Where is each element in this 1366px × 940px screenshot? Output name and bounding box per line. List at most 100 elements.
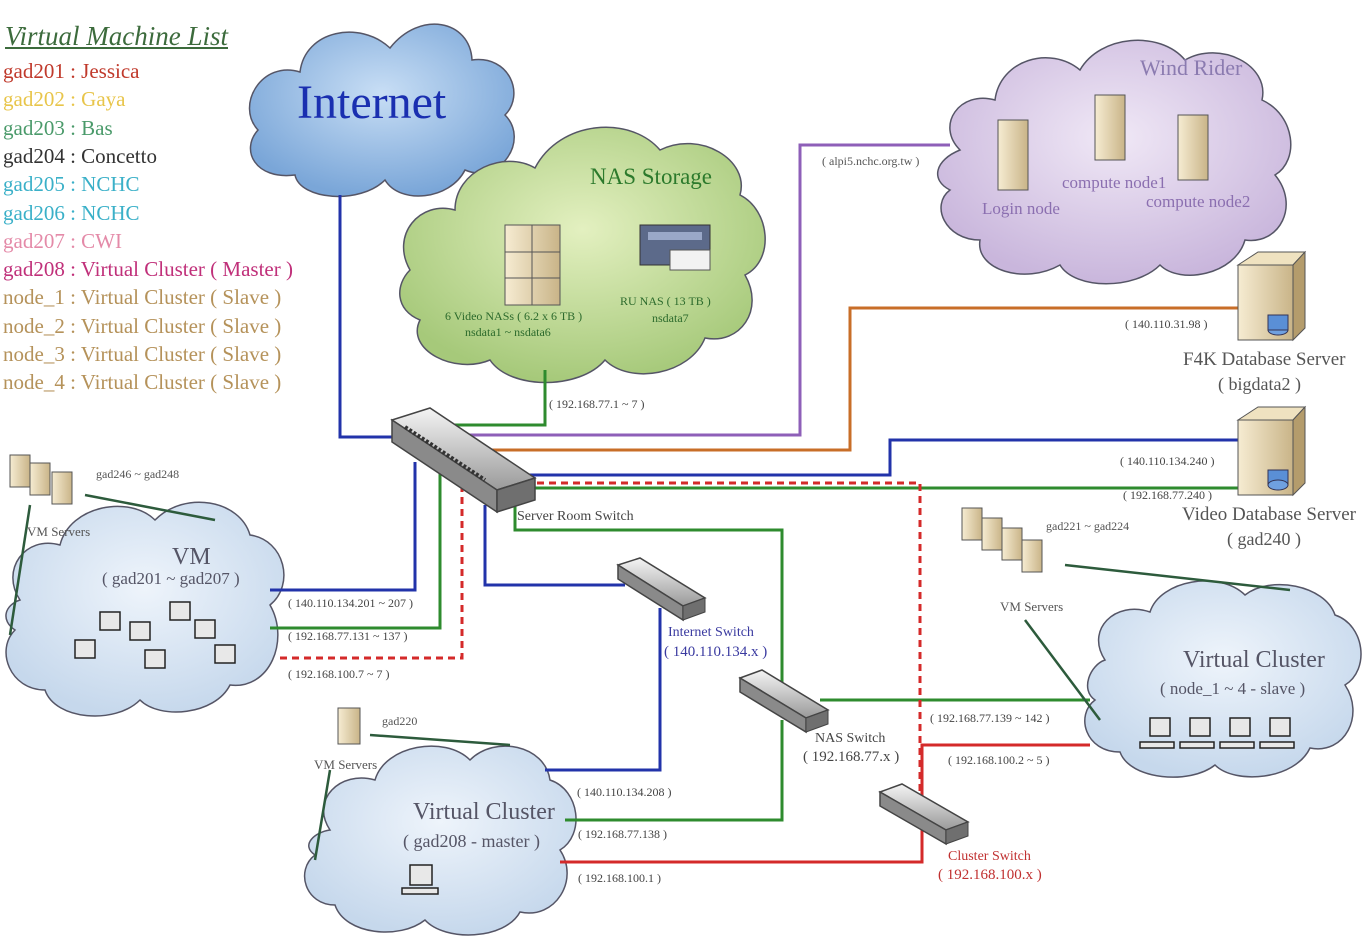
vm-servers-bottom-link [369,733,511,747]
windrider-link-ip: ( alpi5.nchc.org.tw ) [822,154,920,168]
wind-rider-cloud [936,39,1292,285]
slave-nas-link-ip: ( 192.168.77.139 ~ 142 ) [930,711,1050,725]
cluster-switch [878,783,970,846]
vm-servers-right-link [1064,563,1291,592]
ru-nas-name: nsdata7 [652,311,689,325]
server-room-switch [390,407,537,514]
master-nas-link-ip: ( 192.168.77.138 ) [578,827,667,841]
legend-item: node_1 : Virtual Cluster ( Slave ) [3,285,282,310]
nas-switch-uplink-line [513,500,784,688]
vm-servers-left-icon [9,454,73,505]
wind-rider-title: Wind Rider [1140,55,1243,80]
vc-master-title: Virtual Cluster [413,799,555,825]
vm-servers-right-link2 [1024,619,1101,721]
legend-item: gad208 : Virtual Cluster ( Master ) [3,257,293,282]
cluster-switch-subnet: ( 192.168.100.x ) [938,867,1042,883]
nas-storage-line [455,370,547,427]
f4k-server-host: ( bigdata2 ) [1218,374,1301,394]
slave-cluster-link-ip: ( 192.168.100.2 ~ 5 ) [948,753,1050,767]
master-cluster-link-ip: ( 192.168.100.1 ) [578,871,661,885]
vm-nas-link-ip: ( 192.168.77.131 ~ 137 ) [288,629,408,643]
nas-switch [738,669,830,734]
vm-servers-left-link [8,504,32,636]
internet-switch [616,557,707,622]
legend-item: gad207 : CWI [3,228,122,253]
nas-storage-cloud [399,126,766,384]
f4k-line [470,306,1240,452]
vm-servers-bottom-range: gad220 [382,714,418,728]
vm-servers-bottom-link2 [313,769,332,861]
vm-internet-line [270,462,417,592]
legend-item: node_3 : Virtual Cluster ( Slave ) [3,342,282,366]
nas-storage-title: NAS Storage [590,164,713,189]
video-server-host: ( gad240 ) [1227,529,1301,549]
internet-switch-label: Internet Switch [668,625,754,640]
video-db-internet-line [520,438,1240,477]
nas-storage-link-ip: ( 192.168.77.1 ~ 7 ) [549,397,645,411]
internet-switch-line [483,505,625,587]
cluster-switch-label: Cluster Switch [948,849,1031,864]
internet-title: Internet [297,76,447,129]
legend-title: Virtual Machine List [5,21,228,51]
slave-workstations-icon [1139,717,1295,749]
f4k-server-ip: ( 140.110.31.98 ) [1125,317,1208,331]
ru-nas-icon [639,224,711,271]
vm-servers-left-label: VM Servers [27,524,91,539]
legend-item: node_2 : Virtual Cluster ( Slave ) [3,313,282,338]
master-workstation-icon [401,864,439,895]
windrider-line [460,143,950,437]
legend-item: gad201 : Jessica [3,59,140,83]
internet-uplink-line [338,195,395,439]
legend-item: gad205 : NCHC [3,172,140,197]
vc-slave-title: Virtual Cluster [1183,647,1325,673]
ru-nas-label: RU NAS ( 13 TB ) [620,294,711,308]
legend-item: gad202 : Gaya [3,87,126,112]
video-nas-icon [504,224,561,306]
vm-servers-right-icon [961,507,1043,573]
compute-node2-label: compute node2 [1146,192,1251,211]
vm-cloud-title: VM [172,544,211,570]
vm-servers-right-label: VM Servers [1000,599,1064,614]
nas-switch-label: NAS Switch [815,731,886,746]
vm-cluster-link-ip: ( 192.168.100.7 ~ 7 ) [288,667,390,681]
vm-nas-line [270,470,442,630]
internet-switch-subnet: ( 140.110.134.x ) [664,644,768,660]
legend-item: gad206 : NCHC [3,200,140,225]
login-node-label: Login node [982,199,1060,218]
vc-slave-subtitle: ( node_1 ~ 4 - slave ) [1160,679,1306,698]
compute-node1-label: compute node1 [1062,173,1167,192]
compute-node1-icon [1094,94,1126,161]
vm-internet-link-ip: ( 140.110.134.201 ~ 207 ) [288,596,414,610]
vm-servers-left-range: gad246 ~ gad248 [96,467,180,481]
vc-master-subtitle: ( gad208 - master ) [403,831,540,851]
internet-cloud [248,23,515,198]
vm-workstations-icon [74,601,236,669]
legend-item: gad203 : Bas [3,115,113,140]
nas-switch-subnet: ( 192.168.77.x ) [803,749,900,765]
vc-master-cloud [304,745,577,936]
vm-servers-bottom-label: VM Servers [314,757,378,772]
master-nas-line [565,720,784,822]
vm-servers-left-link2 [84,493,216,522]
video-server-ip1: ( 140.110.134.240 ) [1120,454,1215,468]
compute-node2-icon [1177,114,1209,181]
legend-item: node_4 : Virtual Cluster ( Slave ) [3,370,282,395]
video-server-ip2: ( 192.168.77.240 ) [1123,488,1212,502]
server-room-switch-label: Server Room Switch [517,509,634,524]
video-nas-label: 6 Video NASs ( 6.2 x 6 TB ) [445,309,583,323]
legend-item: gad204 : Concetto [3,143,157,168]
vm-cloud-subtitle: ( gad201 ~ gad207 ) [102,569,240,588]
vm-servers-bottom-icon [337,707,361,745]
video-db-server-icon [1236,405,1307,497]
login-node-icon [997,119,1029,191]
vm-cluster-line [280,481,922,800]
vm-servers-right-range: gad221 ~ gad224 [1046,519,1130,533]
master-internet-line [545,608,662,772]
video-nas-names: nsdata1 ~ nsdata6 [465,325,551,339]
master-internet-link-ip: ( 140.110.134.208 ) [577,785,672,799]
f4k-server-name: F4K Database Server [1183,349,1346,370]
video-server-name: Video Database Server [1182,504,1357,525]
f4k-db-server-icon [1236,250,1307,342]
